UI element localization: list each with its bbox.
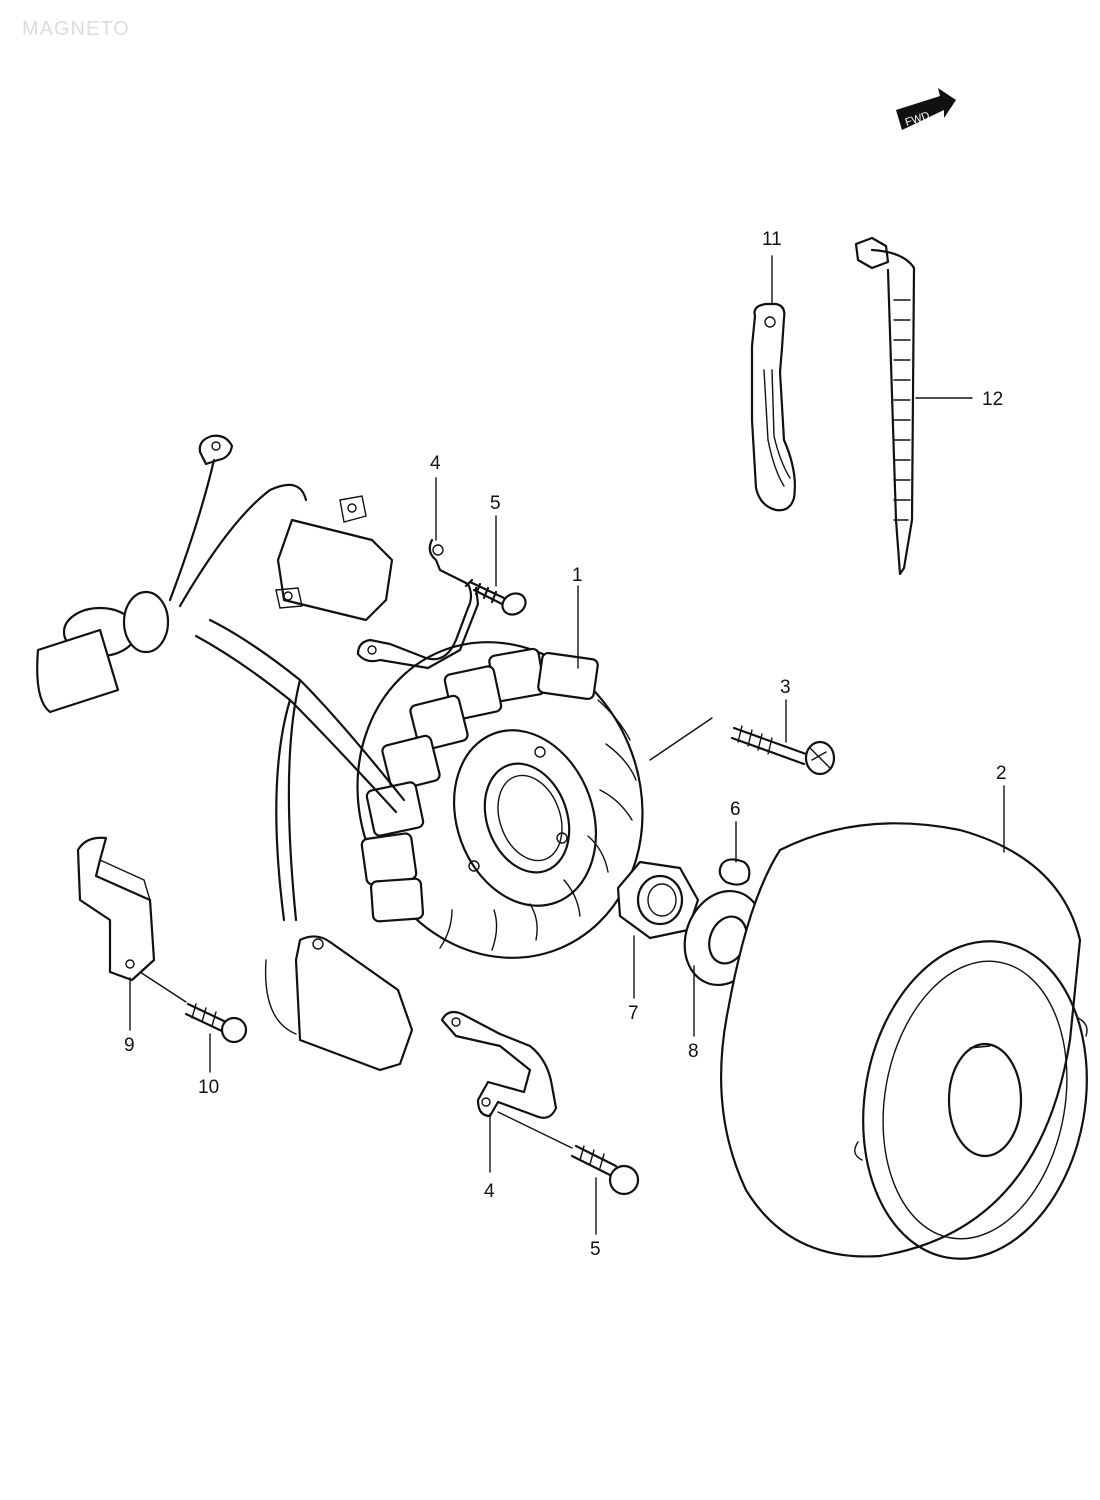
- part-6-key: [718, 858, 751, 886]
- callout-11: 11: [762, 229, 782, 250]
- callout-4-lower: 4: [484, 1181, 495, 1202]
- part-4-bracket-lower: [440, 1010, 558, 1119]
- callout-5-lower: 5: [590, 1239, 601, 1260]
- callout-6: 6: [730, 799, 741, 820]
- part-11-clamp: [750, 302, 796, 512]
- callout-3: 3: [780, 677, 791, 698]
- callout-7: 7: [628, 1003, 639, 1024]
- callout-2: 2: [996, 763, 1007, 784]
- callout-9: 9: [124, 1035, 135, 1056]
- part-2-rotor: [720, 822, 1088, 1260]
- part-7-nut: [616, 860, 700, 940]
- part-10-screw: [139, 971, 248, 1044]
- part-3-bolt: [730, 725, 836, 776]
- part-12-cable-tie: [854, 236, 916, 576]
- part-4-bracket-upper: [356, 538, 480, 670]
- callout-8: 8: [688, 1041, 699, 1062]
- fwd-arrow-icon: FWD: [896, 88, 956, 130]
- callout-10: 10: [198, 1077, 220, 1098]
- callout-12: 12: [982, 389, 1004, 410]
- part-9-bracket: [76, 836, 156, 982]
- part-5-screw-upper: [464, 578, 527, 616]
- magneto-watermark-title: MAGNETO: [22, 18, 130, 40]
- callout-5-upper: 5: [490, 493, 501, 514]
- callout-4-upper: 4: [430, 453, 441, 474]
- callout-1: 1: [572, 565, 583, 586]
- part-1-stator: [36, 434, 644, 1072]
- leader-3-to-stator: [649, 717, 713, 761]
- part-5-screw-lower: [497, 1111, 640, 1196]
